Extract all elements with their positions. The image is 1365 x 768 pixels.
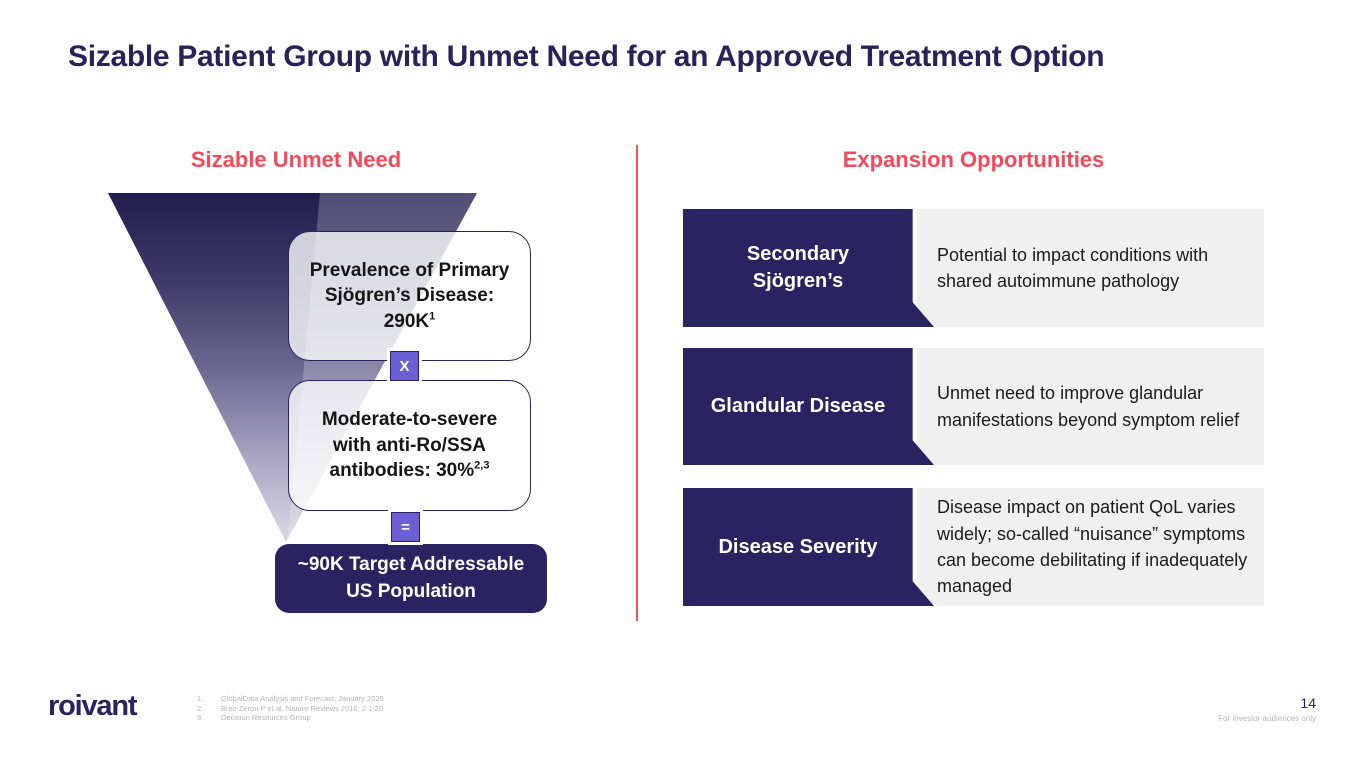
funnel-step-line: Sjögren’s Disease: — [324, 285, 495, 307]
expansion-label-line: Sjögren’s — [752, 270, 844, 292]
equals-operator: = — [391, 512, 420, 542]
expansion-row-glandular-disease: Unmet need to improve glandular manifest… — [683, 348, 1264, 465]
vertical-divider — [636, 145, 638, 621]
footnote-text: Decision Resources Group — [221, 713, 311, 722]
multiply-operator: X — [390, 351, 419, 381]
expansion-row-disease-severity: Disease impact on patient QoL varies wid… — [683, 488, 1264, 606]
expansion-description: Disease impact on patient QoL varies wid… — [917, 488, 1264, 606]
expansion-label: Disease Severity — [683, 488, 934, 606]
footnote-ref: 2,3 — [474, 459, 490, 472]
left-section-header: Sizable Unmet Need — [190, 147, 402, 172]
footnote-ref: 1 — [429, 310, 436, 323]
footnote-text: Brito-Zeron P et al. Nature Reviews 2016… — [221, 703, 384, 713]
expansion-label-line: Disease Severity — [718, 535, 878, 558]
footnotes: 1. GlobalData Analysis and Forecast, Jan… — [197, 694, 384, 723]
funnel-step-prevalence: Prevalence of Primary Sjögren’s Disease:… — [288, 231, 531, 361]
footnote: 3. Decision Resources Group — [197, 713, 384, 723]
expansion-label-line: Secondary — [746, 243, 850, 265]
expansion-label-line: Glandular Disease — [710, 395, 886, 417]
funnel-step-antibodies: Moderate-to-severe with anti-Ro/SSA anti… — [288, 380, 531, 511]
roivant-logo: roivant — [48, 690, 138, 722]
footnote: 1. GlobalData Analysis and Forecast, Jan… — [197, 694, 384, 704]
footnote-number: 3. — [197, 713, 204, 722]
audience-note: For investor audiences only — [1218, 714, 1316, 723]
footnote-number: 2. — [197, 703, 204, 713]
right-section-header: Expansion Opportunities — [842, 147, 1105, 172]
funnel-result-line: US Population — [346, 580, 476, 602]
expansion-row-secondary-sjogrens: Potential to impact conditions with shar… — [683, 209, 1264, 327]
page-title: Sizable Patient Group with Unmet Need fo… — [68, 40, 1105, 73]
expansion-label: Secondary Sjögren’s — [683, 209, 934, 327]
footnote-text: GlobalData Analysis and Forecast, Januar… — [221, 694, 384, 703]
funnel-step-line: Moderate-to-severe — [321, 409, 498, 431]
funnel-result-line: ~90K Target Addressable — [297, 553, 525, 575]
page-number: 14 — [1300, 695, 1316, 711]
expansion-description: Potential to impact conditions with shar… — [917, 209, 1264, 327]
funnel-step-line: with anti-Ro/SSA — [332, 434, 487, 456]
funnel-step-value: 290K1 — [383, 310, 436, 332]
expansion-label: Glandular Disease — [683, 348, 934, 465]
funnel-step-line: Prevalence of Primary — [309, 259, 510, 281]
footnote: 2. Brito-Zeron P et al. Nature Reviews 2… — [197, 704, 384, 714]
funnel-step-value: antibodies: 30%2,3 — [329, 459, 490, 482]
funnel-result-box: ~90K Target Addressable US Population — [275, 544, 547, 613]
expansion-description: Unmet need to improve glandular manifest… — [917, 348, 1264, 465]
footnote-number: 1. — [197, 694, 204, 703]
